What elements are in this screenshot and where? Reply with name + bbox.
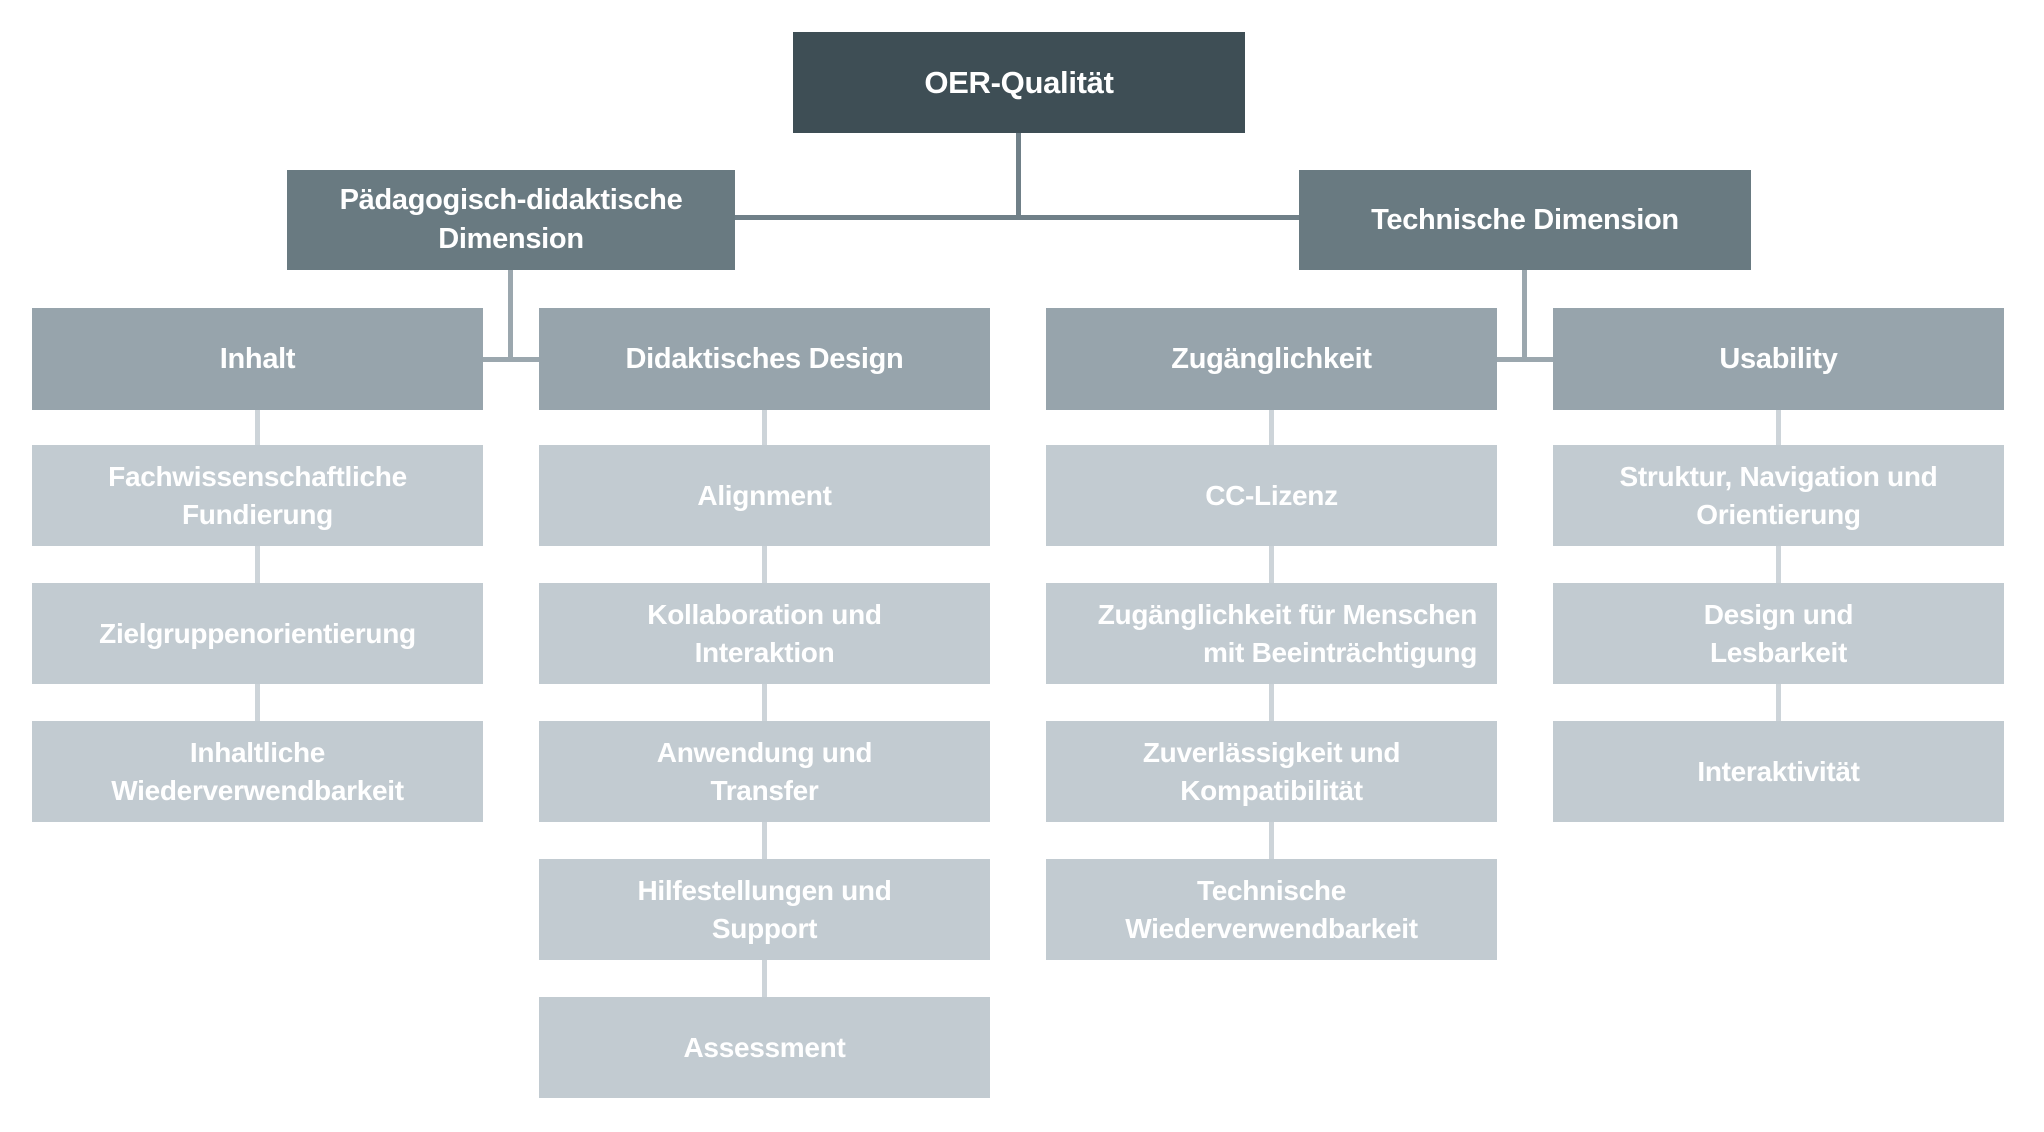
connector-col3 [1269, 546, 1274, 583]
connector-col2 [762, 684, 767, 721]
category-box-usability: Usability [1553, 308, 2004, 410]
connector-col4 [1776, 546, 1781, 583]
connector-col2 [762, 960, 767, 997]
item-box-zuverlaessigkeit-und-kompatibilitaet: Zuverlässigkeit und Kompatibilität [1046, 721, 1497, 822]
connector-root-vertical [1016, 133, 1021, 220]
connector-col1 [255, 684, 260, 721]
item-box-struktur-navigation-orientierung: Struktur, Navigation und Orientierung [1553, 445, 2004, 546]
item-box-interaktivitaet: Interaktivität [1553, 721, 2004, 822]
category-box-didaktisches-design: Didaktisches Design [539, 308, 990, 410]
connector-col1 [255, 546, 260, 583]
connector-col2 [762, 410, 767, 445]
dimension-box-paedagogisch-didaktische: Pädagogisch-didaktische Dimension [287, 170, 735, 270]
item-box-anwendung-und-transfer: Anwendung und Transfer [539, 721, 990, 822]
connector-dim-right-vertical [1522, 270, 1527, 362]
item-box-cc-lizenz: CC-Lizenz [1046, 445, 1497, 546]
connector-dim-left-horizontal [483, 357, 539, 362]
connector-col3 [1269, 822, 1274, 859]
root-box-oer-qualitaet: OER-Qualität [793, 32, 1245, 133]
item-box-assessment: Assessment [539, 997, 990, 1098]
item-box-hilfestellungen-und-support: Hilfestellungen und Support [539, 859, 990, 960]
connector-dim-right-horizontal [1497, 357, 1553, 362]
connector-col2 [762, 546, 767, 583]
category-box-inhalt: Inhalt [32, 308, 483, 410]
connector-col1 [255, 410, 260, 445]
dimension-box-technische: Technische Dimension [1299, 170, 1751, 270]
item-box-kollaboration-und-interaktion: Kollaboration und Interaktion [539, 583, 990, 684]
connector-col4 [1776, 684, 1781, 721]
connector-col3 [1269, 410, 1274, 445]
connector-dim-left-vertical [508, 270, 513, 362]
connector-col2 [762, 822, 767, 859]
connector-root-horizontal [735, 215, 1299, 220]
item-box-design-und-lesbarkeit: Design und Lesbarkeit [1553, 583, 2004, 684]
item-box-inhaltliche-wiederverwendbarkeit: Inhaltliche Wiederverwendbarkeit [32, 721, 483, 822]
connector-col3 [1269, 684, 1274, 721]
item-box-zugaenglichkeit-fuer-menschen: Zugänglichkeit für Menschen mit Beeinträ… [1046, 583, 1497, 684]
item-box-zielgruppenorientierung: Zielgruppenorientierung [32, 583, 483, 684]
category-box-zugaenglichkeit: Zugänglichkeit [1046, 308, 1497, 410]
item-box-technische-wiederverwendbarkeit: Technische Wiederverwendbarkeit [1046, 859, 1497, 960]
connector-col4 [1776, 410, 1781, 445]
item-box-alignment: Alignment [539, 445, 990, 546]
item-box-fachwissenschaftliche-fundierung: Fachwissenschaftliche Fundierung [32, 445, 483, 546]
